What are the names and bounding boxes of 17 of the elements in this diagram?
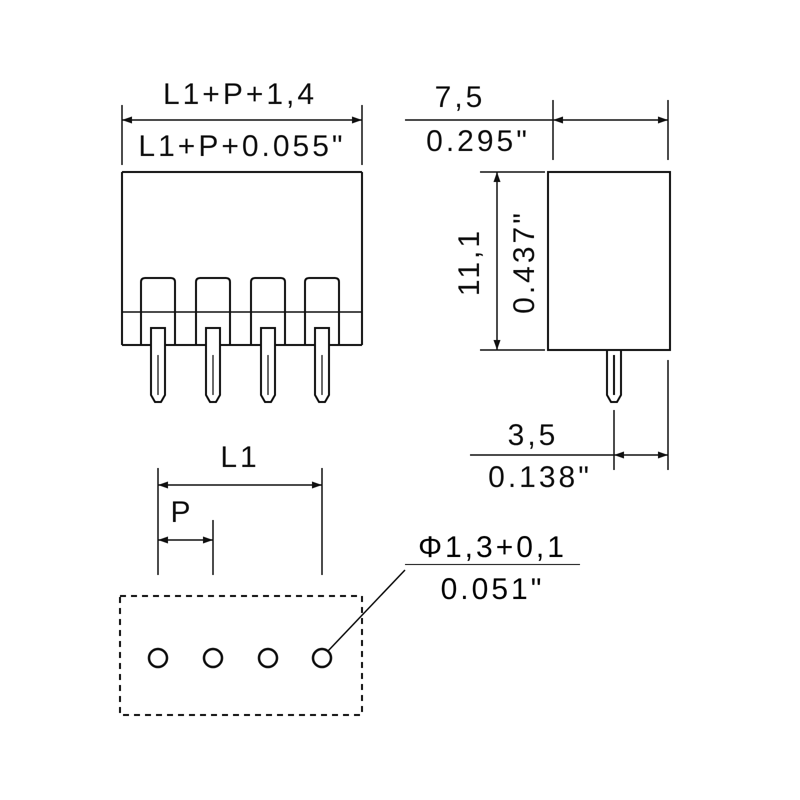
dimension-label: 11,1 (454, 228, 486, 296)
hole (312, 648, 332, 668)
dimension-label: L1+P+1,4 (162, 79, 318, 111)
dimension-label: Φ1,3+0,1 (405, 532, 580, 565)
dimension-label: L1 (220, 442, 260, 474)
dimension-label: L1+P+0.055" (138, 131, 346, 163)
hole (148, 648, 168, 668)
hole (258, 648, 278, 668)
dimension-label: 0.051" (440, 574, 546, 606)
dimension-label: P (170, 497, 194, 529)
hole (202, 648, 224, 668)
leader-line (327, 569, 406, 652)
dimension-label: 0.295" (426, 126, 530, 158)
dimension-label: 0.437" (509, 210, 541, 314)
dimension-label: 3,5 (508, 420, 558, 452)
dimension-label: 0.138" (488, 462, 592, 494)
dimension-label: 7,5 (434, 82, 486, 114)
